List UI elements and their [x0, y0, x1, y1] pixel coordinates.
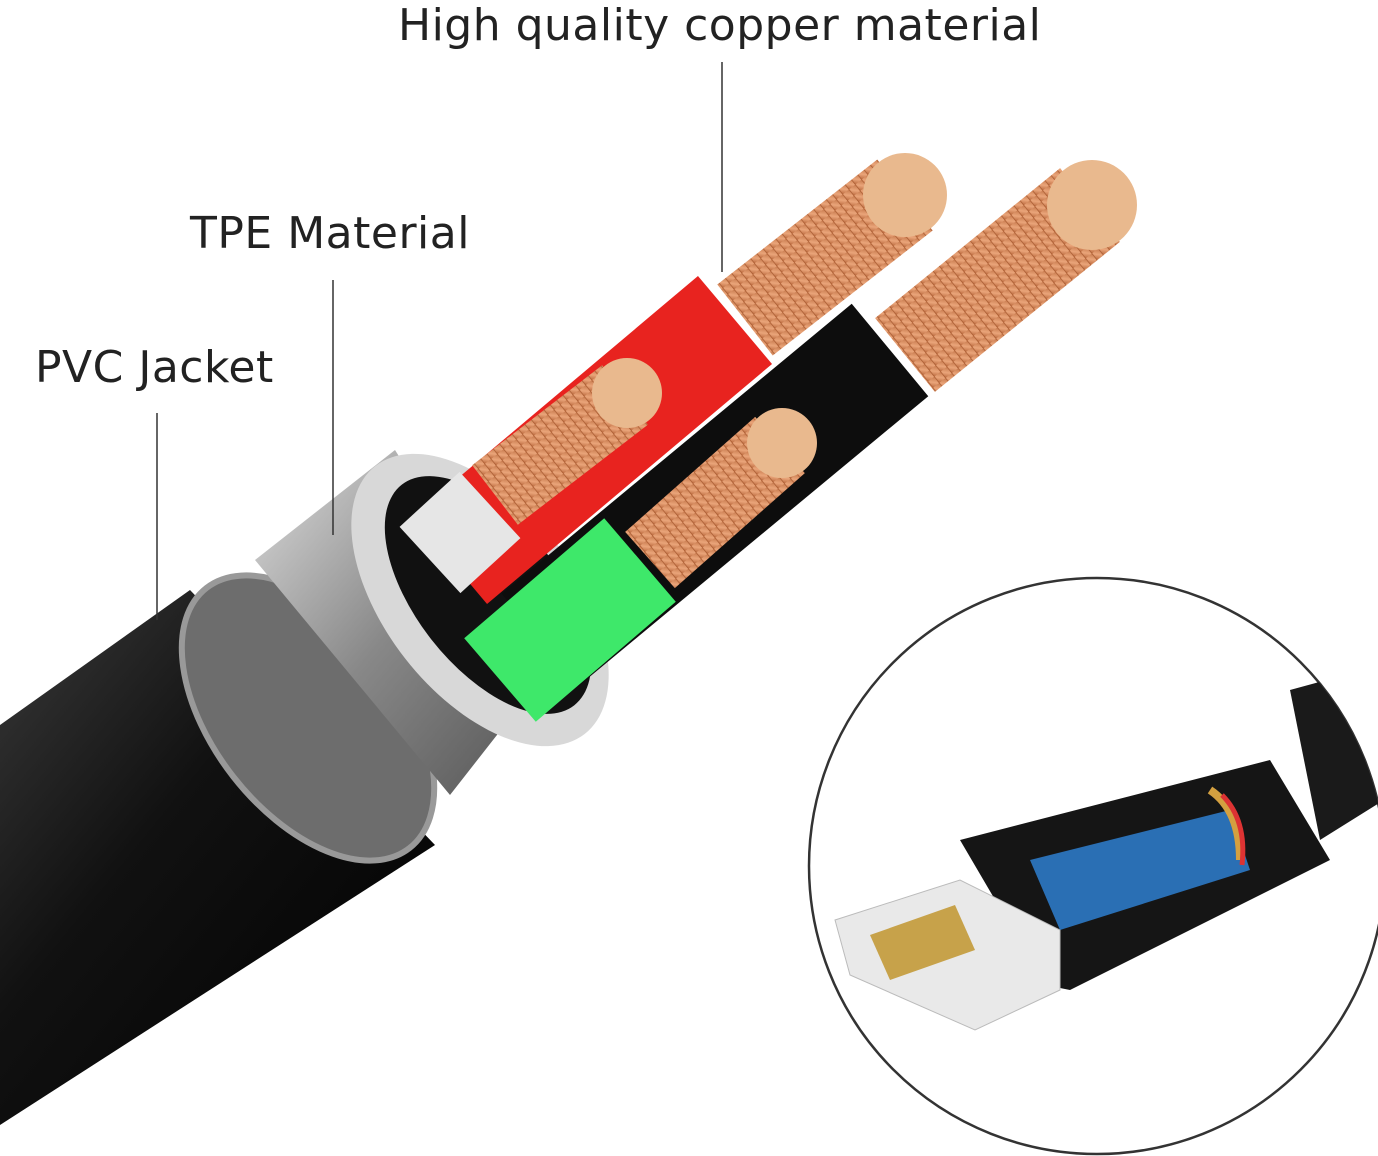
- pvc-label: PVC Jacket: [35, 342, 274, 393]
- white-wire: [399, 471, 521, 594]
- copper-label: High quality copper material: [398, 0, 1042, 51]
- circuit-board: [1030, 810, 1250, 930]
- gold-pins: [870, 905, 975, 980]
- green-wire: [464, 518, 676, 722]
- tpe-label: TPE Material: [190, 208, 470, 259]
- pvc-jacket: [0, 590, 435, 1125]
- connector-inset: [807, 576, 1378, 1156]
